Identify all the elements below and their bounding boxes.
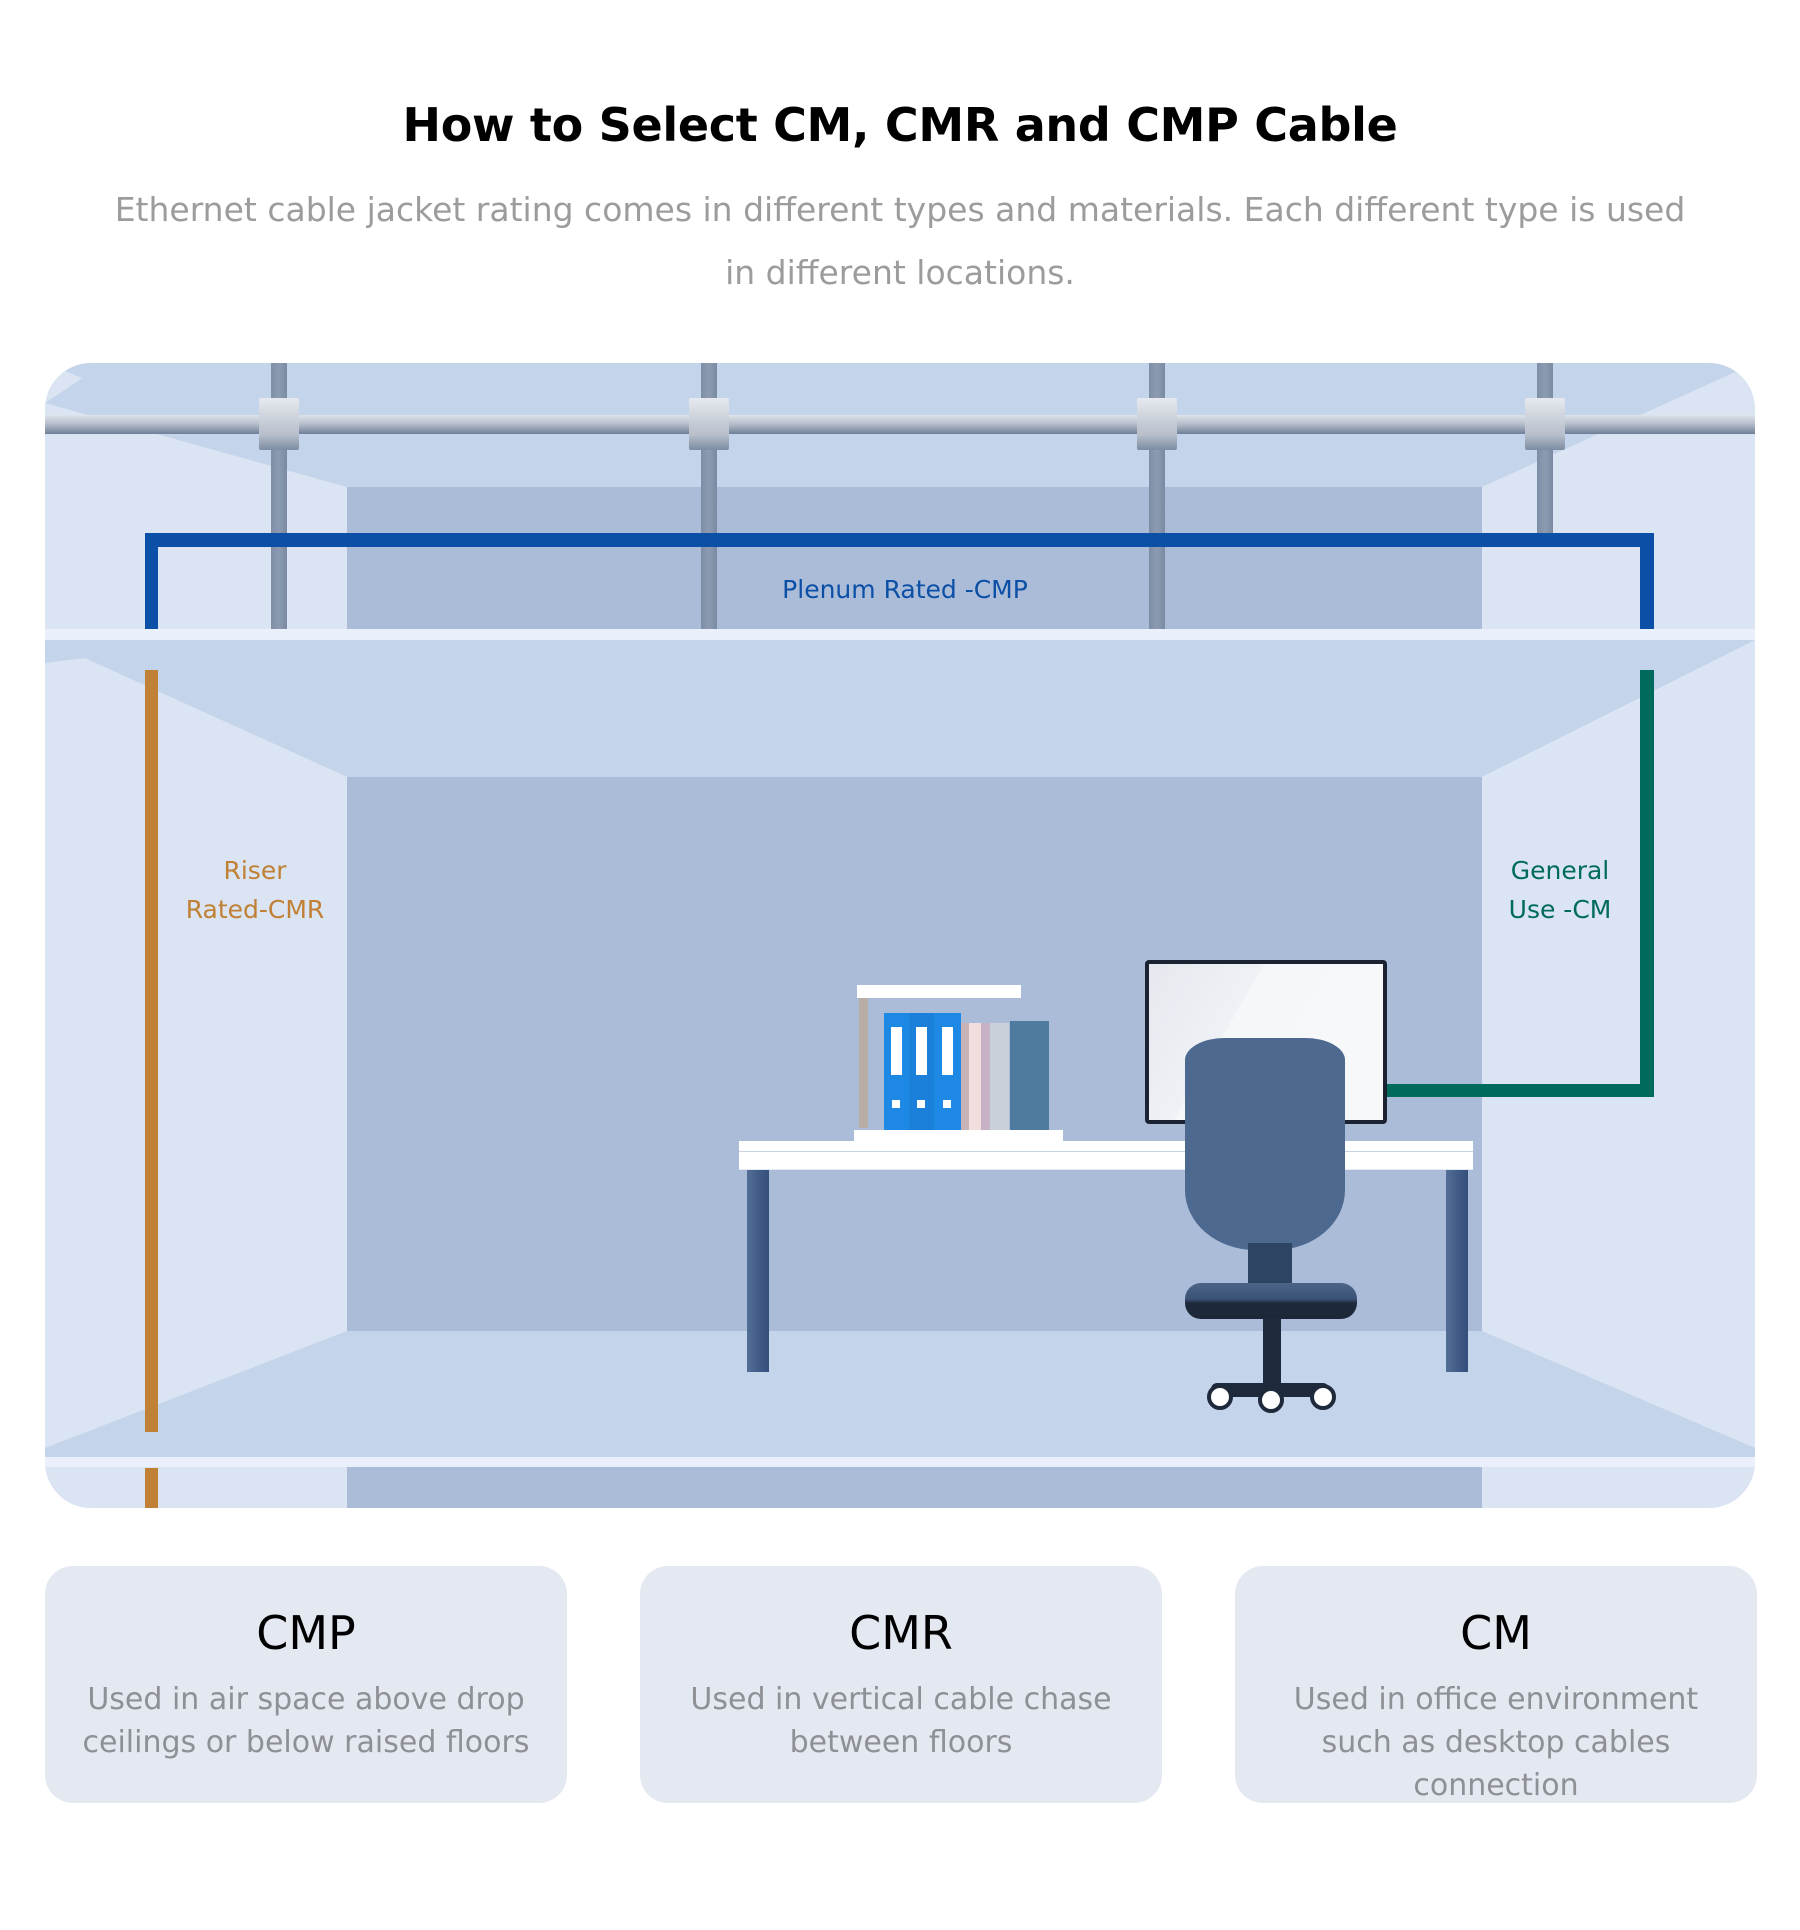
general-cable-label: General Use -CM [1485,851,1635,929]
plenum-back-wall [347,487,1482,629]
page-subtitle: Ethernet cable jacket rating comes in di… [114,190,1686,292]
binder-hole [892,1100,900,1108]
shelf-top [857,985,1021,998]
office-ceiling [45,640,1755,777]
page-title: How to Select CM, CMR and CMP Cable [402,98,1398,152]
card-cm: CM Used in office environment such as de… [1235,1566,1757,1803]
chair-backrest [1185,1038,1345,1250]
binder-label [942,1027,953,1075]
binder-hole [917,1100,925,1108]
lower-left-wall [45,1467,347,1508]
card-title: CMP [256,1606,356,1660]
desk-leg-right [1446,1170,1468,1372]
card-description: Used in air space above drop ceilings or… [82,1682,530,1760]
pipe-joint [689,398,729,450]
book [990,1023,1009,1130]
desk-edge-line [739,1151,1473,1152]
general-cable-vertical [1640,670,1654,1097]
general-label-line2: Use -CM [1508,895,1612,924]
floor-slab-upper-strip [45,629,1755,640]
card-cmr: CMR Used in vertical cable chase between… [640,1566,1162,1803]
desk-leg-left [747,1170,769,1372]
general-cable-horizontal [1385,1084,1654,1097]
lower-right-wall [1482,1467,1755,1508]
chair-wheel [1310,1384,1336,1410]
office-left-wall-corner [45,640,85,663]
plenum-cable-left [145,533,158,629]
plenum-cable-label: Plenum Rated -CMP [782,575,1028,604]
binder-hole [943,1100,951,1108]
office-right-wall [1482,640,1755,1448]
riser-label-line2: Rated-CMR [185,895,325,924]
ceiling-pipe [45,415,1755,434]
pipe-joint [259,398,299,450]
riser-label-line1: Riser [223,856,287,885]
chair-post [1263,1317,1281,1389]
binder-label [916,1027,927,1075]
card-title: CM [1460,1606,1532,1660]
plenum-cable-right [1640,533,1654,629]
plenum-cable-top [145,533,1654,547]
shelf-post [859,998,868,1128]
general-label-line1: General [1510,856,1610,885]
riser-cable [145,670,158,1432]
shelf-base [854,1130,1063,1142]
card-description: Used in office environment such as deskt… [1293,1682,1699,1803]
floor-slab-lower-strip [45,1457,1755,1467]
chair-wheel [1207,1384,1233,1410]
card-description: Used in vertical cable chase between flo… [690,1682,1112,1760]
office-floor [45,1331,1755,1457]
pipe-joint [1525,398,1565,450]
lower-back-wall [347,1467,1482,1508]
office-left-wall [45,640,347,1448]
card-title: CMR [849,1606,953,1660]
binder-label [891,1027,902,1075]
riser-cable-label: Riser Rated-CMR [165,851,345,929]
chair-wheel [1258,1387,1284,1413]
chair-seat [1185,1283,1357,1319]
building-cable-illustration: Plenum Rated -CMP Riser Rated-CMR Genera… [45,363,1755,1508]
riser-cable-lower [145,1468,158,1508]
book [969,1023,981,1130]
book [961,1023,969,1130]
desk-top [739,1141,1473,1170]
card-cmp: CMP Used in air space above drop ceiling… [45,1566,567,1803]
pipe-joint [1137,398,1177,450]
book [1010,1021,1049,1130]
book [981,1023,990,1130]
